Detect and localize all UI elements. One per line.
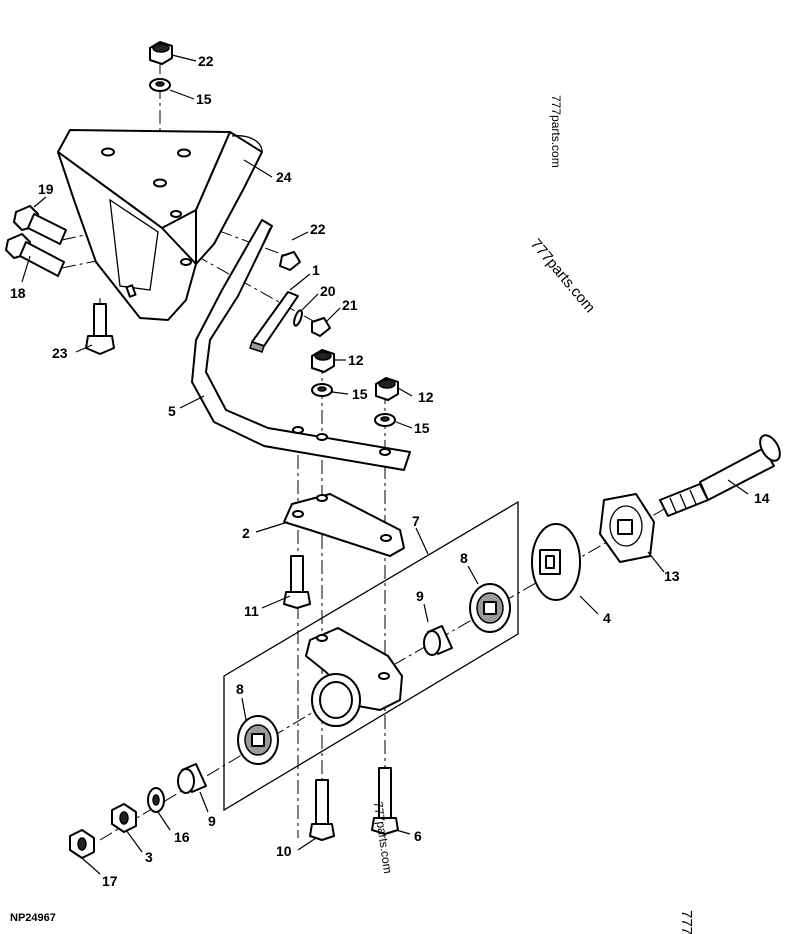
washer-part-4 [531,523,581,601]
callout-22-right: 22 [310,221,326,237]
callout-21: 21 [342,297,358,313]
callout-6: 6 [414,828,422,844]
callout-24: 24 [276,169,292,185]
callout-7: 7 [412,513,420,529]
watermark-2: 777parts.com [527,236,598,317]
nut-part-12-left [311,349,335,373]
bearing-part-8-left [237,715,279,765]
bolt-part-19 [13,205,67,245]
bushing-part-9-right [423,625,453,656]
bushing-part-9-left [177,763,207,794]
callout-2: 2 [242,525,250,541]
washer-part-15-right [374,413,396,427]
bolt-part-10 [309,779,335,841]
callout-14: 14 [754,490,770,506]
housing [305,627,403,727]
assembly-box-part-7 [223,500,519,812]
lever-rod-part-5 [191,219,411,471]
callout-23: 23 [52,345,68,361]
figure-id: NP24967 [10,912,56,924]
callout-15-top: 15 [196,91,212,107]
callout-17: 17 [102,873,118,889]
nut-part-21 [311,317,331,337]
callout-15-right: 15 [414,420,430,436]
nut-part-17 [69,829,95,859]
callout-15-left: 15 [352,386,368,402]
callout-11: 11 [244,603,259,619]
callout-8-left: 8 [236,681,244,697]
plate-part-2 [283,493,405,557]
nut-part-22-upper-right [279,251,301,271]
callout-10: 10 [276,843,292,859]
washer-part-20 [293,309,303,327]
callout-20: 20 [320,283,336,299]
bolt-part-23 [85,303,115,355]
callout-9-right: 9 [416,588,424,604]
callout-13: 13 [664,568,680,584]
callout-5: 5 [168,403,176,419]
bolt-part-6 [371,767,399,835]
bolt-part-18 [5,233,65,277]
mount-bracket-part-24 [57,129,263,321]
callout-12-left: 12 [348,352,364,368]
callout-3: 3 [145,849,153,865]
callout-4: 4 [603,610,611,626]
shaft-part-14 [659,434,781,517]
nut-part-12-right [375,377,399,401]
watermark-1: 777parts.com [549,95,563,168]
nut-part-3 [111,803,137,833]
watermark-4: 777 [678,910,695,934]
callout-numbers: 22 15 24 19 18 23 22 1 20 21 12 15 12 15… [10,53,770,889]
washer-part-16 [147,787,165,813]
bolt-part-11 [283,555,311,609]
leader-lines [21,54,749,875]
washer-part-15-top [149,78,171,92]
knob-part-13 [599,493,655,563]
callout-1: 1 [312,262,320,278]
callout-16: 16 [174,829,190,845]
callout-19: 19 [38,181,54,197]
bearing-part-8-right [469,583,511,633]
callout-8-right: 8 [460,550,468,566]
callout-12-right: 12 [418,389,434,405]
callout-9-left: 9 [208,813,216,829]
clip-part-1 [249,291,299,353]
callout-18: 18 [10,285,26,301]
nut-part-22-top [149,41,173,65]
callout-22-top: 22 [198,53,214,69]
washer-part-15-left [311,383,333,397]
